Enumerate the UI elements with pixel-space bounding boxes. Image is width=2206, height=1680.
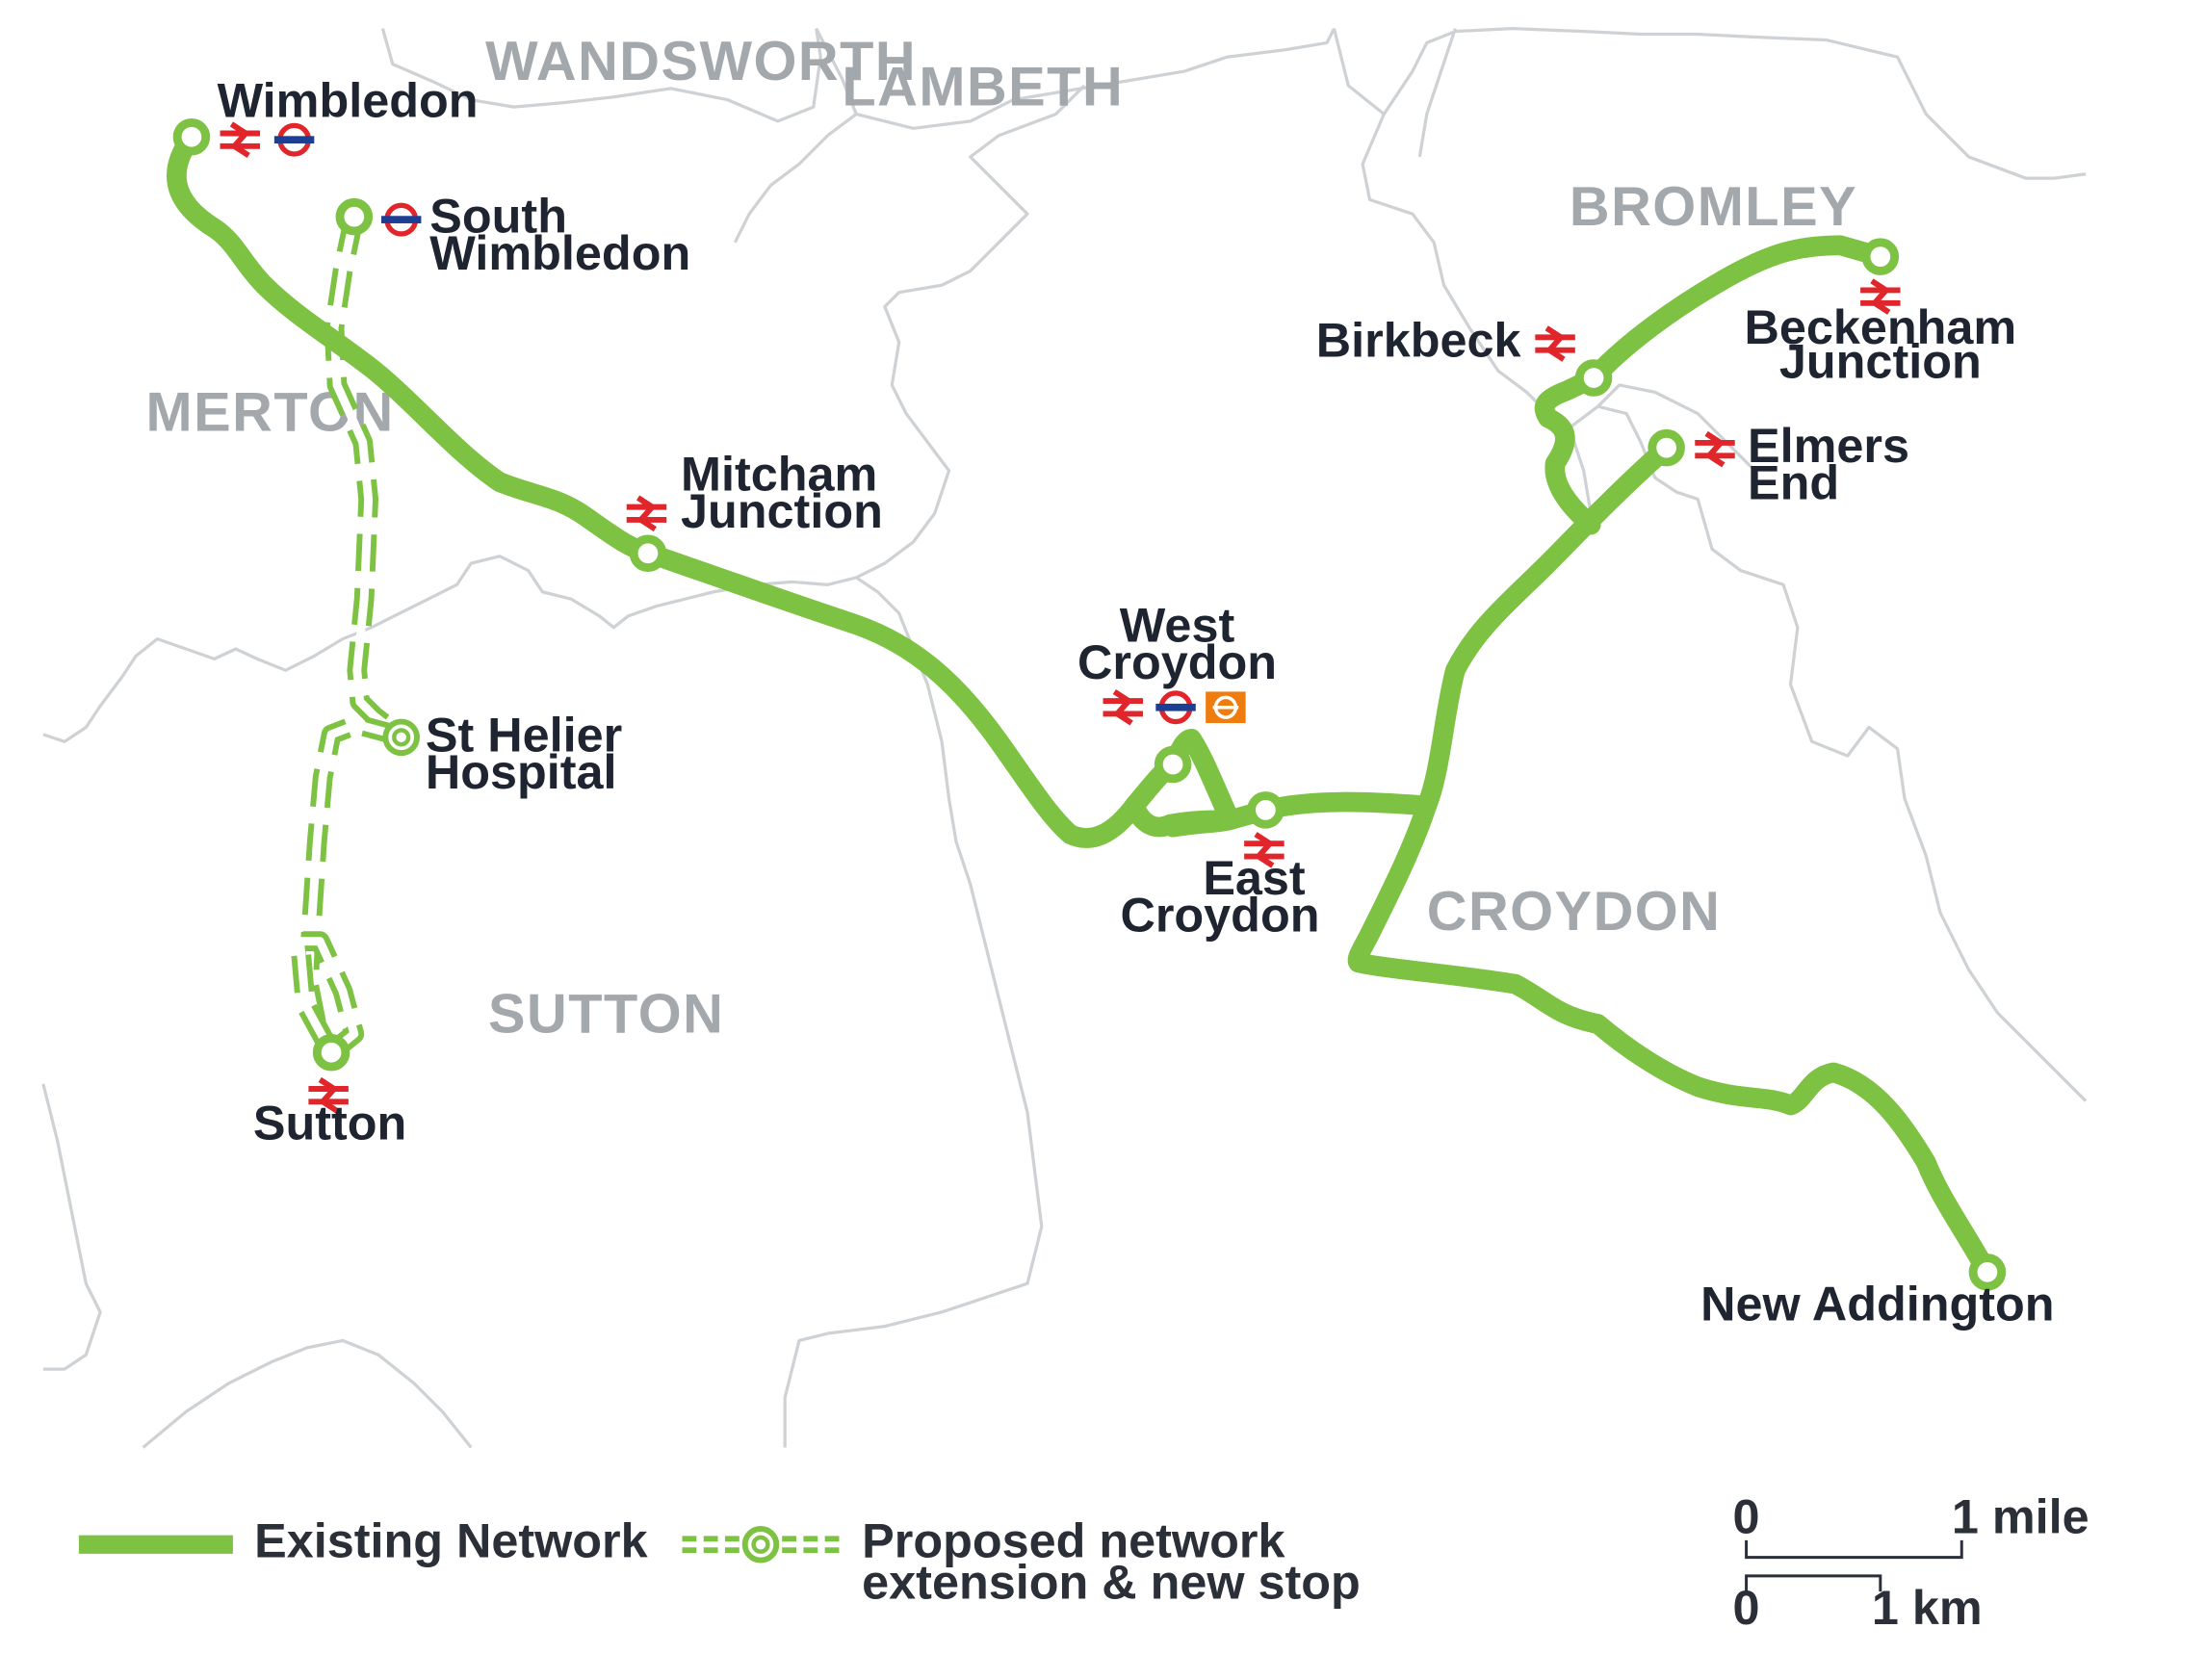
station-label-elmers-end: Elmers [1748, 418, 1909, 473]
stop-south-wimbledon[interactable] [335, 197, 374, 236]
station-label-west-croydon-2: Croydon [1077, 634, 1277, 689]
station-label-mitcham-junction: Mitcham [681, 447, 877, 502]
scale-km-zero: 0 [1733, 1580, 1760, 1635]
scale-mile-zero: 0 [1733, 1488, 1760, 1543]
borough-label-croydon: CROYDON [1427, 881, 1722, 943]
scale-bar: 0 1 mile 0 1 km [1733, 1488, 2089, 1635]
stop-west-croydon[interactable] [1154, 745, 1192, 784]
station-label-south-wimbledon: South [429, 188, 567, 243]
stop-new-addington[interactable] [1968, 1254, 2007, 1291]
national-rail-icon [627, 498, 666, 530]
station-label-st-helier-hospital: St Helier [426, 708, 622, 762]
scale-km-label: 1 km [1872, 1580, 1983, 1635]
stop-wimbledon[interactable] [172, 117, 211, 156]
legend-existing-label: Existing Network [254, 1513, 649, 1568]
proposed-extension [290, 215, 406, 1061]
stops [172, 117, 2007, 1291]
stop-beckenham-junction[interactable] [1861, 238, 1900, 275]
legend: Existing Network Proposed network extens… [78, 1513, 1361, 1610]
stop-birkbeck[interactable] [1574, 359, 1613, 397]
national-rail-icon [1103, 691, 1143, 723]
station-label-east-croydon-2: Croydon [1120, 887, 1319, 942]
station-label-beckenham-junction-2: Junction [1779, 334, 1982, 389]
legend-proposed-label: Proposed network [862, 1513, 1285, 1568]
stop-elmers-end[interactable] [1648, 428, 1685, 467]
borough-label-wandsworth: WANDSWORTH [485, 31, 917, 92]
national-rail-icon [221, 124, 260, 156]
existing-network [167, 126, 1998, 1282]
stop-east-croydon[interactable] [1247, 791, 1285, 829]
station-label-east-croydon: East [1203, 850, 1306, 905]
national-rail-icon [1535, 328, 1574, 360]
station-labels: Wimbledon South Wimbledon Mitcham Juncti… [218, 72, 2055, 1331]
station-label-south-wimbledon-2: Wimbledon [429, 225, 690, 280]
scale-mile-label: 1 mile [1952, 1488, 2089, 1543]
station-label-beckenham-junction: Beckenham [1744, 299, 2016, 354]
station-label-sutton: Sutton [253, 1096, 406, 1150]
national-rail-icon [1695, 433, 1734, 465]
station-label-mitcham-junction-2: Junction [681, 483, 883, 538]
legend-proposed-label-2: extension & new stop [862, 1555, 1361, 1610]
legend-proposed-swatch [682, 1526, 840, 1564]
station-label-new-addington: New Addington [1700, 1277, 2054, 1331]
borough-labels: WANDSWORTH LAMBETH BROMLEY MERTON CROYDO… [146, 31, 1857, 1046]
overground-roundel-icon [1204, 689, 1248, 725]
underground-roundel-icon [1155, 693, 1195, 722]
stop-mitcham-junction[interactable] [629, 534, 667, 573]
borough-label-bromley: BROMLEY [1570, 176, 1857, 238]
borough-label-sutton: SUTTON [488, 983, 724, 1045]
station-label-st-helier-hospital-2: Hospital [426, 744, 617, 799]
underground-roundel-icon [274, 125, 314, 154]
borough-label-lambeth: LAMBETH [842, 57, 1124, 118]
stop-sutton[interactable] [312, 1033, 350, 1072]
station-label-birkbeck: Birkbeck [1316, 312, 1522, 367]
underground-roundel-icon [381, 205, 421, 234]
stop-st-helier-hospital[interactable] [382, 718, 420, 757]
station-label-wimbledon: Wimbledon [218, 72, 479, 127]
station-label-west-croydon: West [1120, 598, 1235, 653]
station-label-elmers-end-2: End [1748, 454, 1839, 509]
